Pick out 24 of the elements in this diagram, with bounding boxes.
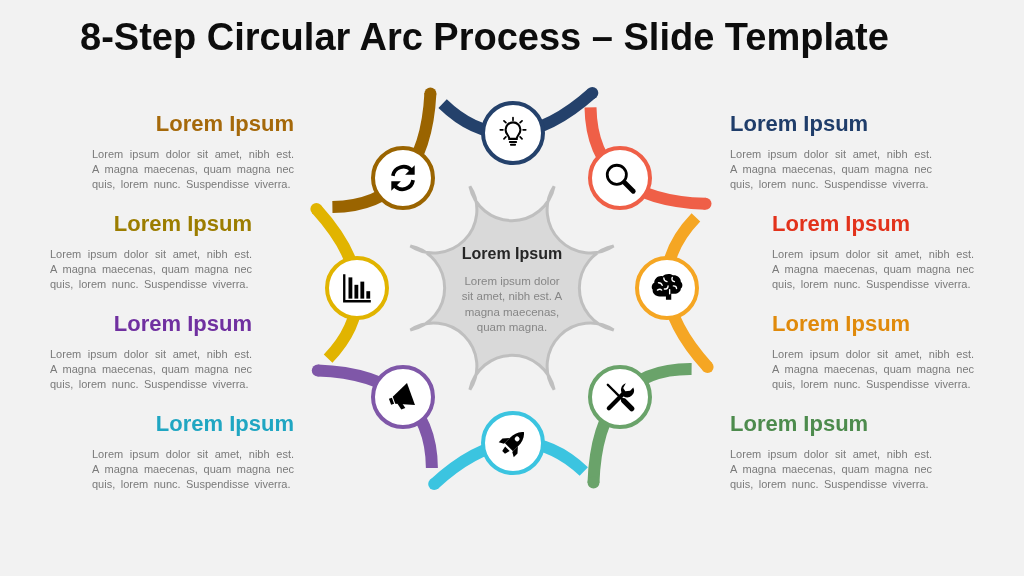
step-heading: Lorem Ipsum (155, 411, 294, 437)
slide-title: 8-Step Circular Arc Process – Slide Template (80, 15, 889, 59)
icon-circle (371, 146, 435, 210)
icon-circle (588, 365, 652, 429)
starburst-shape (408, 184, 616, 392)
step-description: Lorem ipsum dolor sit amet, nibh est. A magna maecenas, quam magna nec quis, lorem nunc. Suspendisse viverra. (50, 247, 252, 292)
center-heading: Lorem Ipsum (461, 244, 563, 264)
step-description: Lorem ipsum dolor sit amet, nibh est. A magna maecenas, quam magna nec quis, lorem nunc. Suspendisse viverra. (730, 147, 932, 192)
step-description: Lorem ipsum dolor sit amet, nibh est. A magna maecenas, quam magna nec quis, lorem nunc. Suspendisse viverra. (772, 347, 974, 392)
step-heading: Lorem Ipsum (730, 111, 869, 137)
step-heading: Lorem Ipsum (155, 111, 294, 137)
step-heading: Lorem Ipsum (113, 311, 252, 337)
icon-circle (371, 365, 435, 429)
step-description: Lorem ipsum dolor sit amet, nibh est. A magna maecenas, quam magna nec quis, lorem nunc. Suspendisse viverra. (730, 447, 932, 492)
step-heading: Lorem Ipsum (772, 311, 911, 337)
step-heading: Lorem Ipsum (113, 211, 252, 237)
center-description: Lorem ipsum dolor sit amet, nibh est. A magna maecenas, quam magna. (460, 274, 564, 335)
step-description: Lorem ipsum dolor sit amet, nibh est. A magna maecenas, quam magna nec quis, lorem nunc. Suspendisse viverra. (92, 147, 294, 192)
step-description: Lorem ipsum dolor sit amet, nibh est. A magna maecenas, quam magna nec quis, lorem nunc. Suspendisse viverra. (50, 347, 252, 392)
step-heading: Lorem Ipsum (772, 211, 911, 237)
step-heading: Lorem Ipsum (730, 411, 869, 437)
icon-circle (588, 146, 652, 210)
step-description: Lorem ipsum dolor sit amet, nibh est. A magna maecenas, quam magna nec quis, lorem nunc. Suspendisse viverra. (92, 447, 294, 492)
step-description: Lorem ipsum dolor sit amet, nibh est. A magna maecenas, quam magna nec quis, lorem nunc. Suspendisse viverra. (772, 247, 974, 292)
